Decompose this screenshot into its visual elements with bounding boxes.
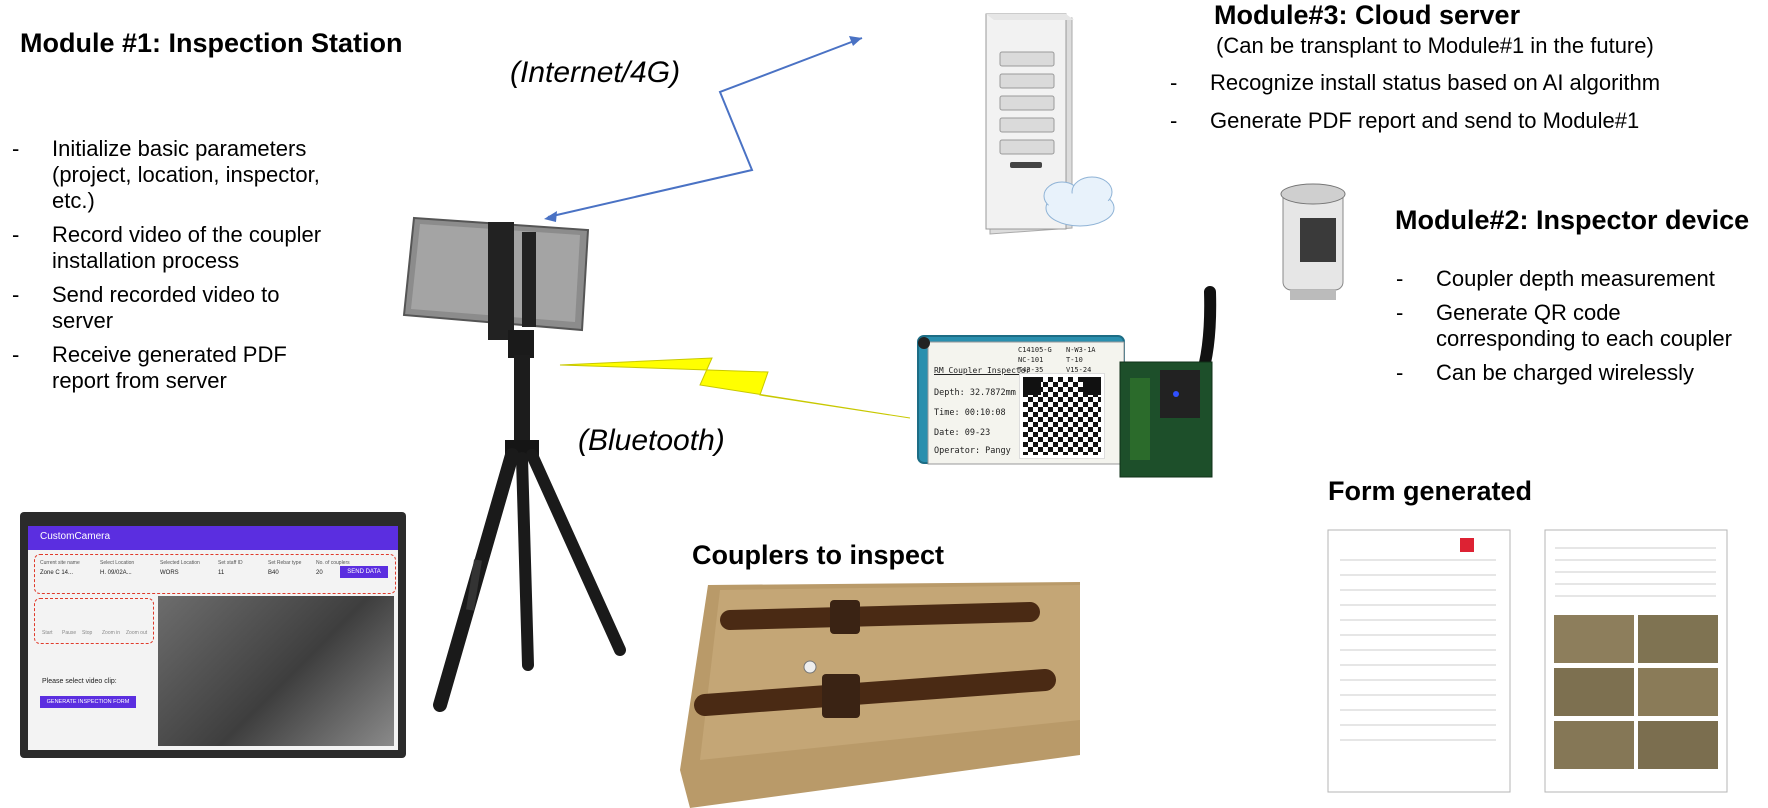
tablet-params-row	[34, 554, 396, 594]
tablet-app-title: CustomCamera	[40, 531, 111, 542]
module2-bullet-1: Coupler depth measurement	[1396, 266, 1756, 292]
couplers-photo	[680, 582, 1080, 808]
tablet-pause-button[interactable]: Pause	[62, 630, 77, 636]
tablet-field-value-1[interactable]: Zone C 14...	[40, 570, 74, 576]
tablet-camera-preview	[158, 596, 394, 746]
tablet-field-label-1: Current site name	[40, 560, 80, 566]
module1-bullet-4: Receive generated PDF report from server	[12, 342, 342, 394]
device-code-3: NC-101	[1018, 356, 1044, 364]
tablet-send-button[interactable]: SEND DATA	[340, 566, 388, 578]
module3-bullet-list: Recognize install status based on AI alg…	[1170, 70, 1730, 142]
module3-subtitle: (Can be transplant to Module#1 in the fu…	[1216, 33, 1654, 58]
tablet-field-value-3[interactable]: WORS	[160, 570, 179, 576]
module3-bullet-1: Recognize install status based on AI alg…	[1170, 70, 1730, 96]
tablet-zoom-in-button[interactable]: Zoom in	[102, 630, 121, 636]
tablet-title-bar: CustomCamera	[28, 526, 398, 550]
device-depth: Depth: 32.7872mm	[934, 388, 1016, 398]
tablet-app-screenshot: CustomCamera Current site name Select Lo…	[20, 512, 406, 758]
module2-bullet-3: Can be charged wirelessly	[1396, 360, 1756, 386]
device-code-6: V15-24	[1066, 366, 1092, 374]
tablet-field-value-6[interactable]: 20	[316, 570, 323, 576]
module1-title: Module #1: Inspection Station	[20, 28, 403, 58]
cloud-icon	[1043, 176, 1115, 227]
tablet-field-label-5: Set Rebar type	[268, 560, 302, 566]
internet-label: (Internet/4G)	[510, 56, 681, 89]
tripod-tablet-image	[402, 216, 626, 712]
tablet-start-button[interactable]: Start	[42, 630, 53, 636]
form-page-2	[1544, 529, 1728, 793]
tablet-field-label-2: Select Location	[100, 560, 135, 566]
device-header: RM Coupler Inspector	[934, 366, 1031, 375]
tablet-generate-button[interactable]: GENERATE INSPECTION FORM	[40, 696, 136, 708]
device-code-5: T43-35	[1018, 366, 1044, 374]
tablet-field-value-4[interactable]: 11	[218, 570, 225, 576]
module1-bullet-1: Initialize basic parameters (project, lo…	[12, 136, 342, 214]
module2-bullet-2: Generate QR code corresponding to each c…	[1396, 300, 1756, 352]
device-code-2: N-W3-1A	[1066, 346, 1096, 354]
tablet-field-label-4: Set staff ID	[218, 560, 243, 566]
device-date: Date: 09-23	[934, 428, 991, 438]
tablet-controls-box	[34, 598, 154, 644]
device-operator: Operator: Pangy	[934, 446, 1011, 456]
module3-title: Module#3: Cloud server	[1214, 0, 1521, 30]
couplers-caption: Couplers to inspect	[692, 540, 945, 570]
device-screen: RM Coupler Inspector Depth: 32.7872mm Ti…	[934, 346, 1120, 459]
tablet-stop-button[interactable]: Stop	[82, 630, 93, 636]
device-code-4: T-10	[1066, 356, 1083, 364]
module1-bullet-2: Record video of the coupler installation…	[12, 222, 342, 274]
tablet-field-value-5[interactable]: B40	[268, 570, 279, 576]
module2-bullet-list: Coupler depth measurement Generate QR co…	[1396, 266, 1756, 394]
tablet-field-value-2[interactable]: H. 09/02A...	[100, 570, 132, 576]
server-tower-image	[985, 13, 1115, 235]
form-page-1	[1327, 529, 1511, 793]
module1-bullet-list: Initialize basic parameters (project, lo…	[12, 136, 342, 402]
tablet-field-label-3: Selected Location	[160, 560, 200, 566]
internet-link	[544, 36, 863, 222]
qr-code-icon	[1019, 373, 1105, 459]
bluetooth-bolt	[559, 357, 911, 419]
module3-bullet-2: Generate PDF report and send to Module#1	[1170, 108, 1730, 134]
module1-bullet-3: Send recorded video to server	[12, 282, 342, 334]
module2-title: Module#2: Inspector device	[1395, 205, 1750, 235]
device-code-1: C14105-G	[1018, 346, 1052, 354]
tablet-video-prompt: Please select video clip:	[42, 678, 117, 685]
bluetooth-label: (Bluetooth)	[578, 424, 725, 457]
tablet-field-label-6: No. of couplers	[316, 560, 350, 566]
tablet-zoom-out-button[interactable]: Zoom out	[126, 630, 148, 636]
form-caption: Form generated	[1328, 476, 1533, 506]
device-time: Time: 00:10:08	[934, 408, 1006, 418]
